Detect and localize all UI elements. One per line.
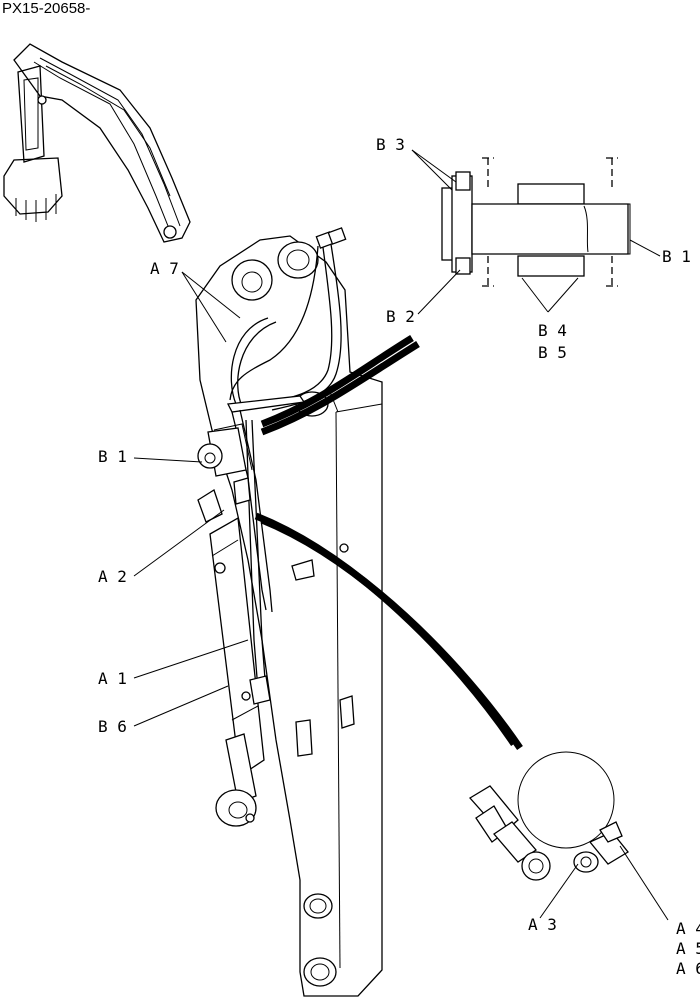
label-b1-detail: B 1 [662,247,691,266]
pin-detail [441,157,631,287]
drawing-id: PX15-20658- [2,0,90,17]
label-b6: B 6 [98,717,127,736]
label-a2: A 2 [98,567,127,586]
leader-lines [133,149,669,921]
label-a3: A 3 [528,915,557,934]
bucket-cylinder [197,477,271,827]
label-b2: B 2 [386,307,415,326]
fitting-detail [468,751,629,881]
callout-lines [254,335,523,750]
label-b4: B 4 [538,321,567,340]
label-a6: A 6 [676,959,700,978]
pin-joint [197,423,253,477]
label-a5: A 5 [676,939,700,958]
label-a4: A 4 [676,919,700,938]
excavator-thumbnail [3,43,191,243]
label-a7: A 7 [150,259,179,278]
reference-labels: A 7 B 1 A 2 A 1 B 6 B 3 B 1 B 2 B 4 B 5 … [98,135,700,978]
label-b5: B 5 [538,343,567,362]
label-b3: B 3 [376,135,405,154]
label-a1: A 1 [98,669,127,688]
label-b1-main: B 1 [98,447,127,466]
